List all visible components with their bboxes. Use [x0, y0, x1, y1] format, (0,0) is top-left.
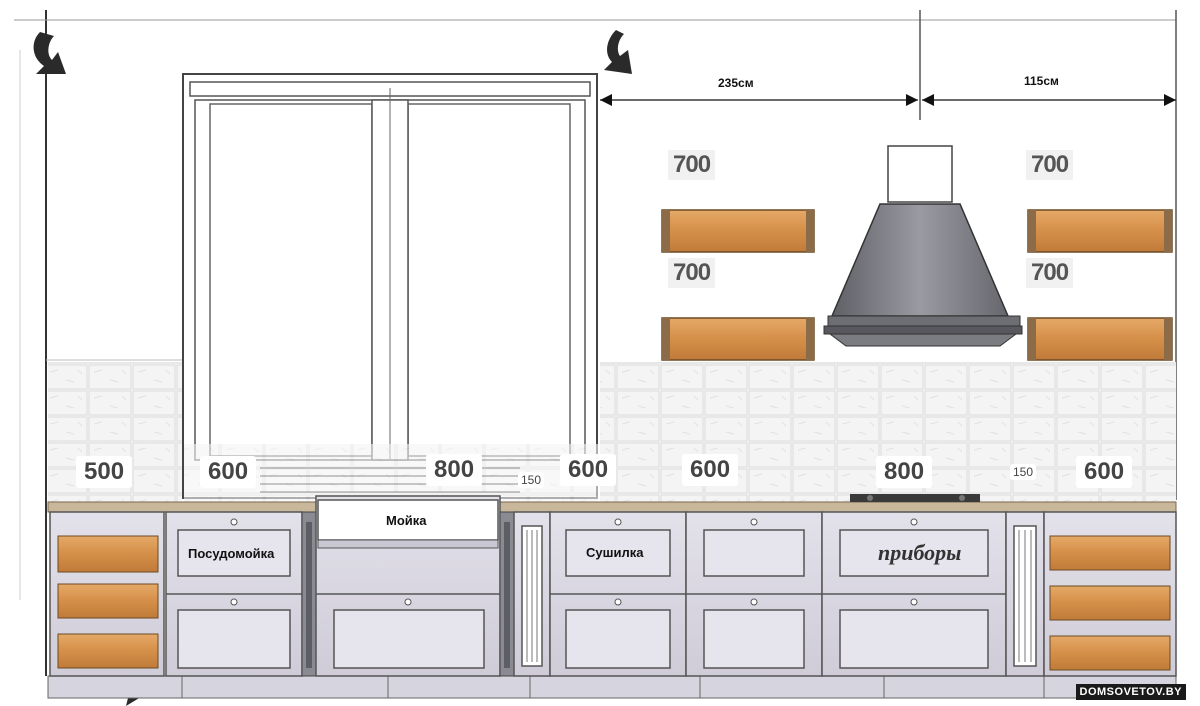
shelf-width-left-upper: 700 — [668, 150, 716, 180]
pilaster-left — [301, 511, 317, 677]
utensils-label: приборы — [878, 540, 962, 565]
module-width-label: 600 — [1076, 456, 1133, 488]
dimension-label-right: 115см — [1024, 74, 1059, 88]
base-cabinet-dishwasher — [165, 511, 303, 677]
cooktop — [850, 494, 980, 502]
range-hood — [820, 130, 1023, 360]
shelf-left-lower — [661, 317, 815, 361]
shelf-width-left-lower: 700 — [668, 258, 716, 288]
base-cabinet-600-middle — [685, 511, 823, 677]
dimension-label-left: 235см — [718, 76, 754, 90]
shelf-right-upper — [1027, 209, 1173, 253]
base-cabinet-150-left — [513, 511, 551, 677]
dimension-line-right — [922, 94, 1176, 106]
module-width-label: 600 — [682, 454, 739, 486]
base-cabinet-dryer — [549, 511, 687, 677]
base-cabinet-sink — [315, 495, 501, 677]
window — [182, 73, 598, 499]
base-cabinet-drawers-500 — [49, 511, 165, 677]
module-width-label: 500 — [76, 456, 133, 488]
module-width-label: 150 — [1010, 464, 1037, 480]
corner-arrow-top-left — [33, 32, 66, 74]
base-cabinet-utensils — [821, 511, 1007, 677]
shelf-width-right-lower: 700 — [1026, 258, 1074, 288]
dryer-label: Сушилка — [586, 545, 644, 560]
module-width-label: 600 — [200, 456, 257, 488]
module-width-label: 600 — [560, 454, 617, 486]
module-width-label: 800 — [426, 454, 483, 486]
pilaster-mid — [499, 511, 515, 677]
dishwasher-label: Посудомойка — [188, 546, 275, 561]
watermark: DOMSOVETOV.BY — [1075, 684, 1186, 700]
shelf-left-upper — [661, 209, 815, 253]
module-width-label: 150 — [518, 472, 545, 488]
plinth — [47, 675, 1177, 699]
base-cabinet-150-right — [1005, 511, 1045, 677]
countertop — [47, 501, 1177, 513]
shelf-width-right-upper: 700 — [1026, 150, 1074, 180]
base-cabinet-drawers-600 — [1043, 511, 1177, 677]
corner-arrow-top-center — [604, 30, 632, 74]
sink-label: Мойка — [386, 513, 427, 528]
module-width-label: 800 — [876, 456, 933, 488]
dimension-line-left — [600, 94, 918, 106]
shelf-right-lower — [1027, 317, 1173, 361]
room-outline — [14, 10, 1177, 676]
